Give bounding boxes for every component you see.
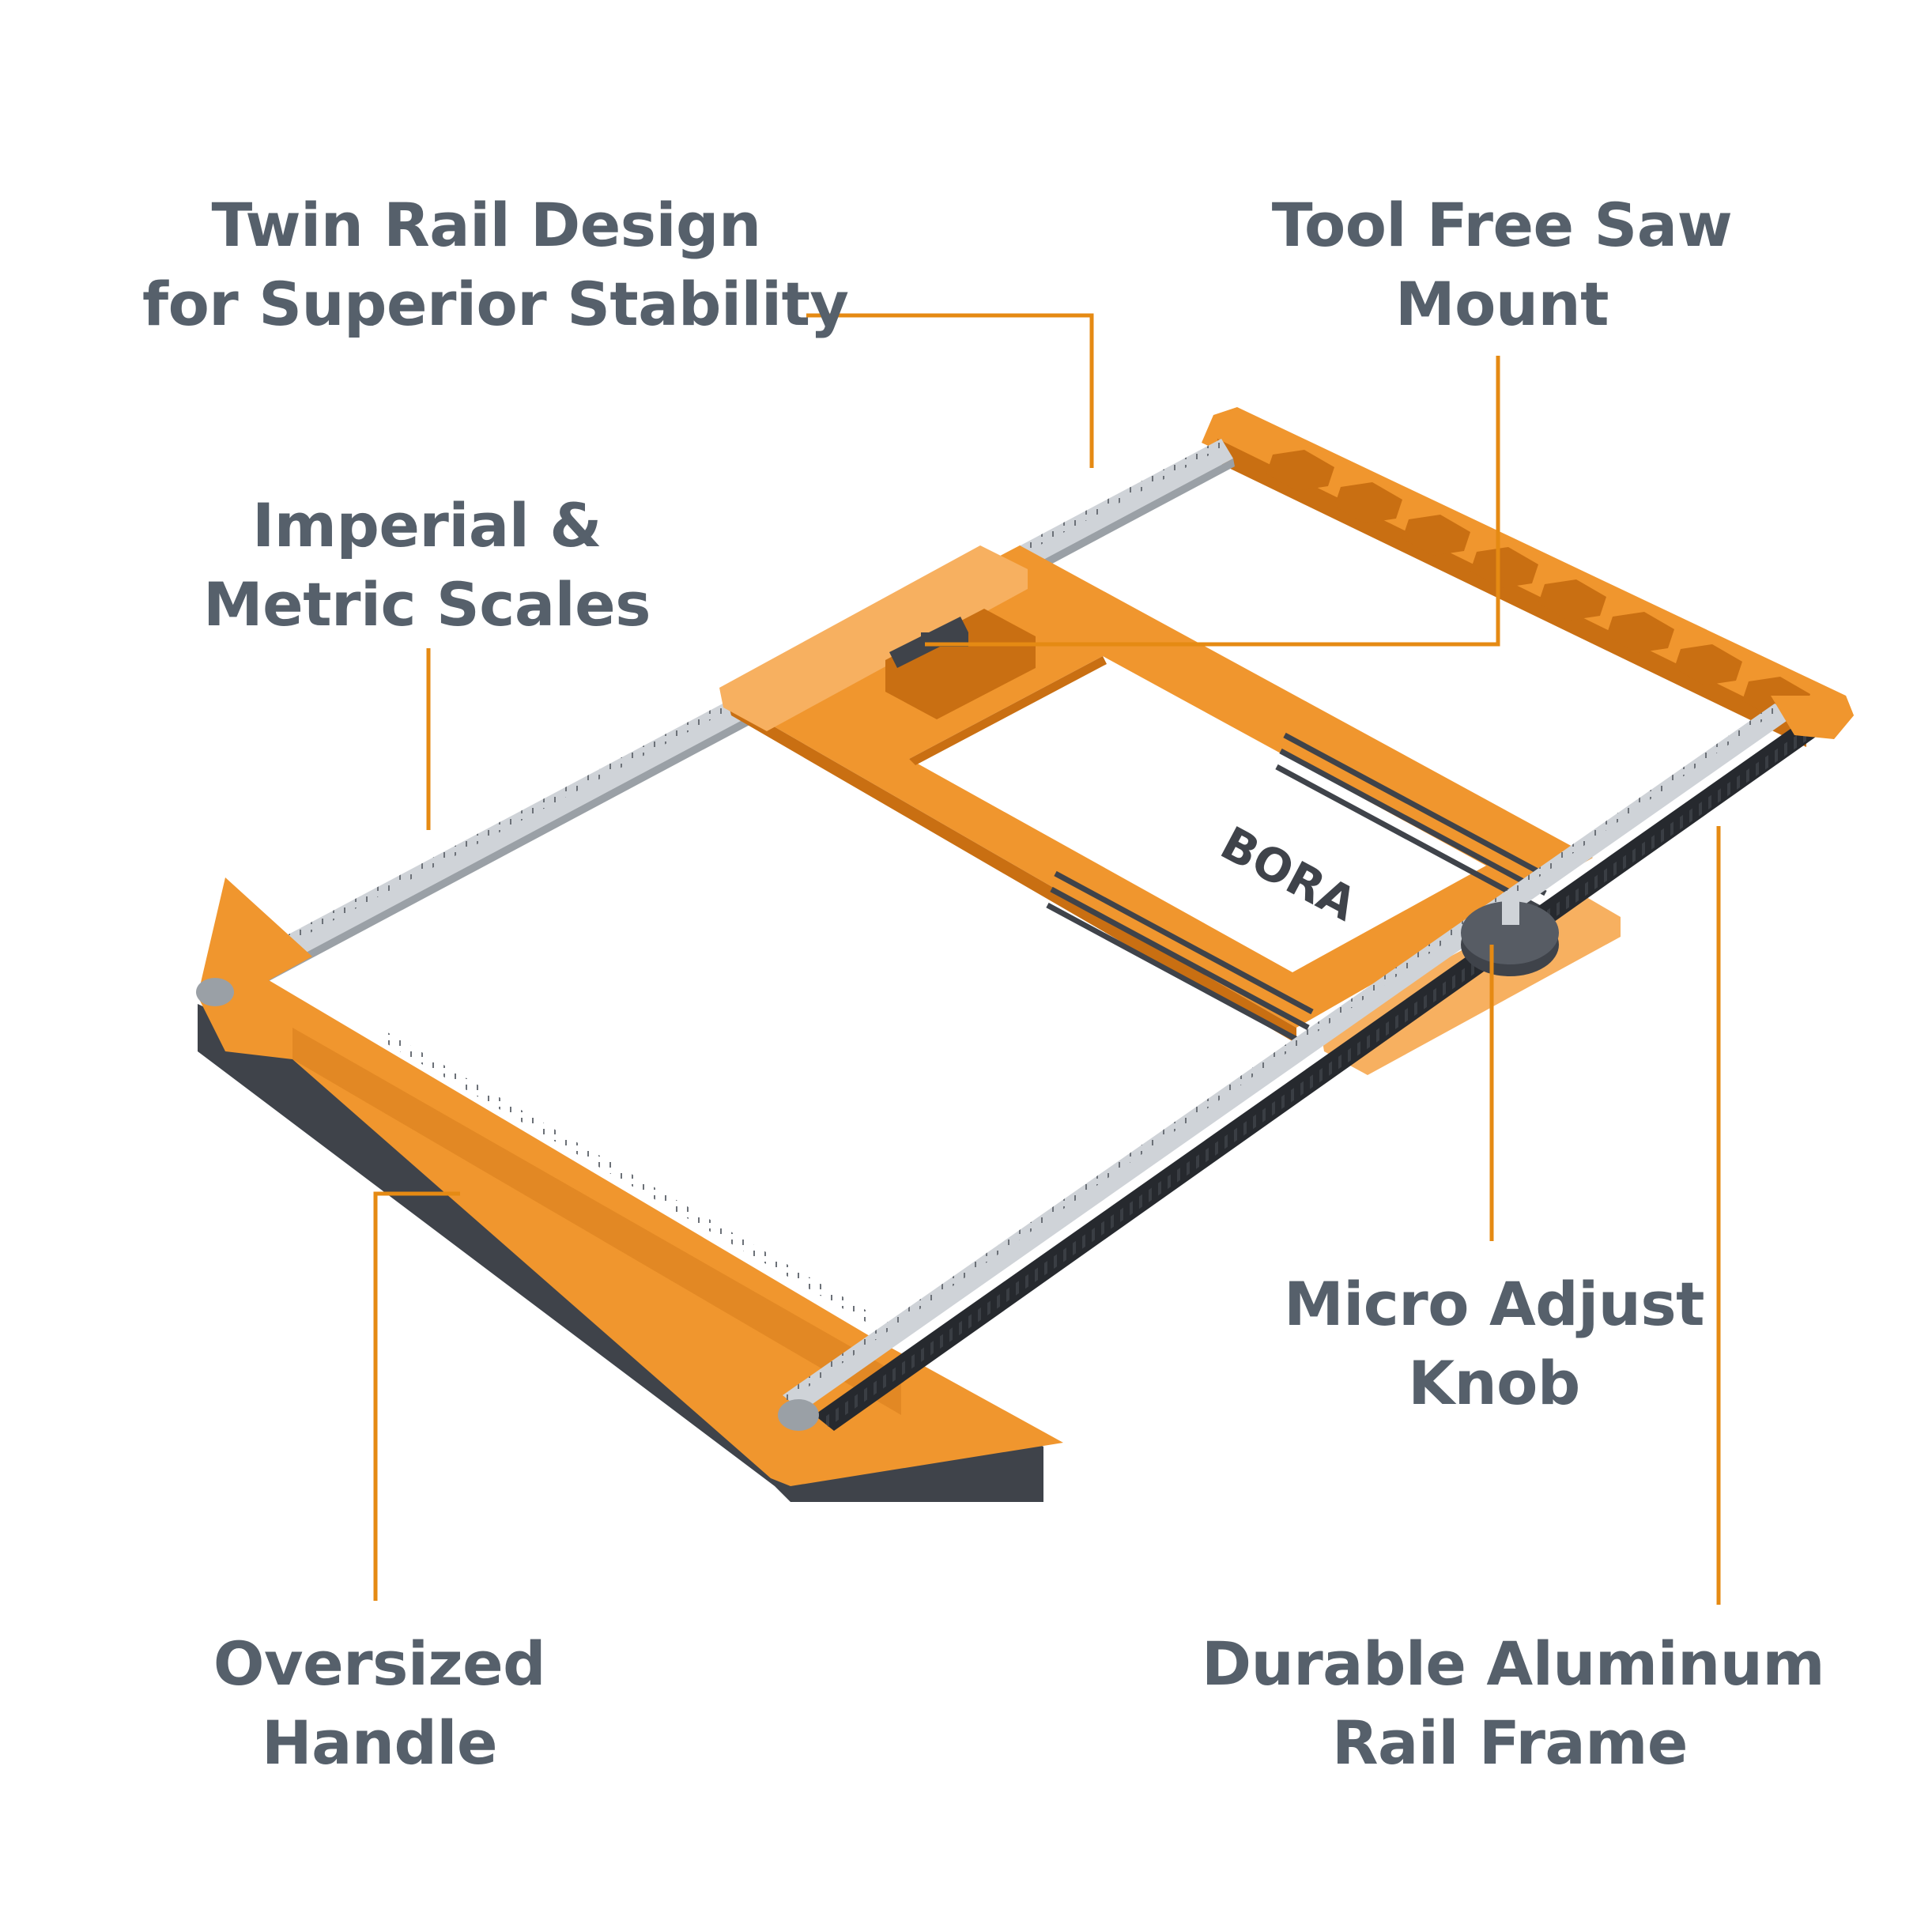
callout-rail-line2: Rail Frame xyxy=(1332,1707,1688,1778)
plate-stripe xyxy=(1054,870,1314,1015)
near-rail-end-cap xyxy=(778,1399,819,1431)
clamp-base xyxy=(885,609,1036,719)
callout-twin-rail-line1: Twin Rail Design xyxy=(211,190,761,260)
callout-handle-line1: Oversized xyxy=(213,1628,546,1699)
near-rail xyxy=(196,704,1818,1431)
hex-cell xyxy=(1266,450,1334,491)
callout-scales: Imperial & Metric Scales xyxy=(190,486,664,644)
handle-bar-face xyxy=(292,1028,901,1415)
leader-tool-free xyxy=(925,356,1500,647)
plate-stripe xyxy=(1279,748,1547,896)
callout-oversized-handle: Oversized Handle xyxy=(174,1624,585,1783)
plate-stripe xyxy=(1050,886,1310,1031)
plate-stripe xyxy=(1046,902,1306,1047)
handle-scale xyxy=(379,1028,870,1324)
hex-cell xyxy=(1402,515,1470,556)
saw-plate-window xyxy=(909,656,1486,972)
hex-cell xyxy=(1470,547,1538,588)
callout-tool-free-line1: Tool Free Saw xyxy=(1271,190,1733,260)
hex-cell xyxy=(1674,644,1742,685)
leader-lines xyxy=(373,313,1721,1605)
knob-tab xyxy=(1502,893,1519,925)
handle-top xyxy=(198,877,1063,1486)
callout-scales-line2: Metric Scales xyxy=(203,569,651,640)
hex-cell xyxy=(1334,482,1402,523)
leader-handle xyxy=(373,1191,460,1601)
hex-cell xyxy=(1606,612,1674,653)
callout-tool-free-line2: Mount xyxy=(1395,269,1609,339)
oversized-handle[interactable] xyxy=(198,877,1063,1502)
knob-top xyxy=(1461,901,1559,964)
plate-collar-far xyxy=(719,545,1028,731)
callout-micro-adjust-knob: Micro Adjust Knob xyxy=(1265,1265,1723,1423)
rear-frame-bar xyxy=(1202,407,1854,747)
saw-plate: BORA xyxy=(719,545,1621,1075)
rear-bar-near-end xyxy=(1771,696,1854,739)
callout-micro-line1: Micro Adjust xyxy=(1284,1269,1704,1339)
near-rail-scale xyxy=(783,704,1779,1402)
micro-adjust-knob[interactable] xyxy=(1461,893,1559,976)
callout-scales-line1: Imperial & xyxy=(251,490,602,560)
near-rail-grip xyxy=(822,731,1809,1427)
callout-twin-rail: Twin Rail Design for Superior Stability xyxy=(142,186,849,344)
near-rail-body xyxy=(783,704,1794,1411)
plate-window-inner-edge xyxy=(909,656,1107,765)
plate-stripes xyxy=(1046,732,1551,1047)
callout-handle-line2: Handle xyxy=(262,1707,498,1778)
callout-aluminum-rail-frame: Durable Aluminum Rail Frame xyxy=(1202,1624,1825,1783)
saw-plate-edge xyxy=(727,700,1296,1043)
callout-rail-line1: Durable Aluminum xyxy=(1202,1628,1825,1699)
callout-tool-free-saw-mount: Tool Free Saw Mount xyxy=(1249,186,1755,344)
callout-micro-line2: Knob xyxy=(1408,1348,1580,1418)
leader-twin-rail xyxy=(806,313,1094,468)
plate-stripe xyxy=(1283,732,1551,881)
hex-cell xyxy=(1538,579,1606,621)
plate-stripe xyxy=(1275,764,1543,912)
far-rail-end-cap xyxy=(196,978,234,1006)
callout-twin-rail-line2: for Superior Stability xyxy=(142,269,849,339)
